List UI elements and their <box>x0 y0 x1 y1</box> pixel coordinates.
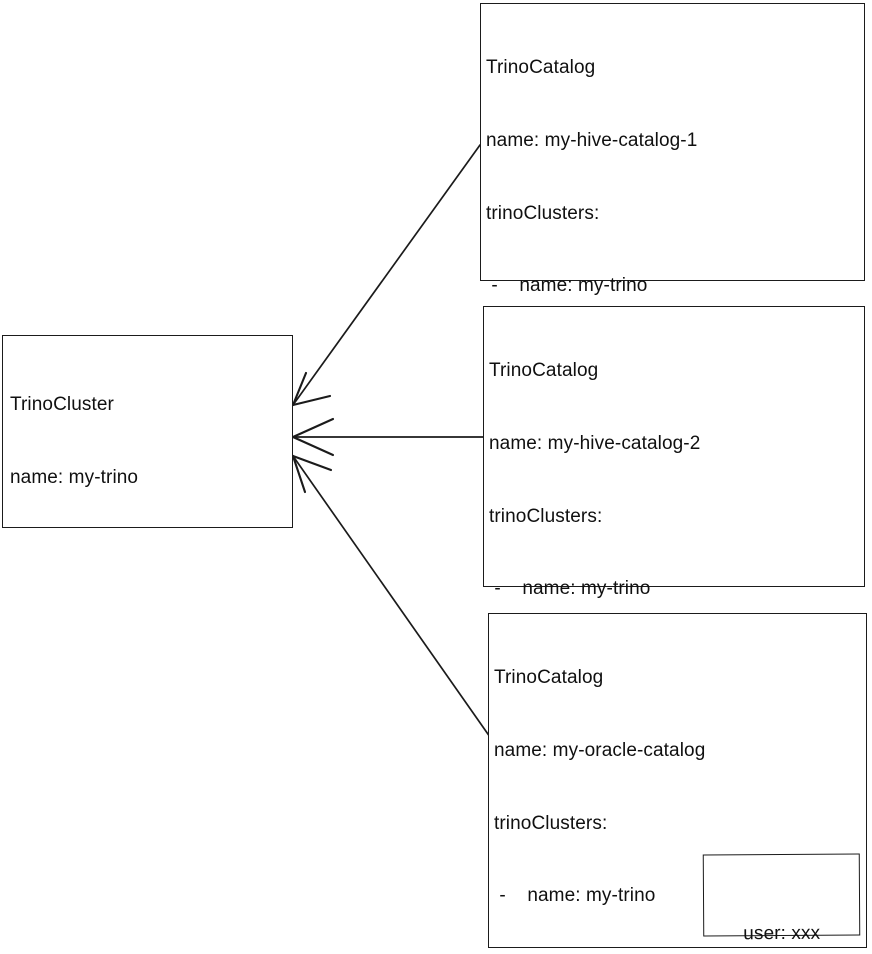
node-trino-cluster-body: TrinoCluster name: my-trino <box>10 345 288 539</box>
node-line: trinoClusters: <box>486 202 600 224</box>
node-line: - name: my-trino <box>489 578 651 600</box>
edge-hive-catalog-2-to-cluster <box>291 417 484 457</box>
node-trino-cluster[interactable]: TrinoCluster name: my-trino <box>2 335 293 528</box>
node-line: TrinoCatalog <box>489 360 599 382</box>
node-credentials-secret-body: user: xxx password: xxx <box>704 869 860 954</box>
node-line: user: xxx <box>743 922 821 945</box>
node-line: TrinoCluster <box>10 394 114 416</box>
node-line: TrinoCatalog <box>486 57 596 79</box>
edge-hive-catalog-1-to-cluster <box>291 144 481 407</box>
node-line: TrinoCatalog <box>494 667 604 689</box>
node-catalog-hive-2[interactable]: TrinoCatalog name: my-hive-catalog-2 tri… <box>483 306 865 890</box>
node-catalog-hive-1[interactable]: TrinoCatalog name: my-hive-catalog-1 tri… <box>480 3 865 659</box>
node-line: name: my-hive-catalog-1 <box>486 130 698 152</box>
node-line: name: my-oracle-catalog <box>494 740 706 762</box>
node-catalog-oracle[interactable]: TrinoCatalog name: my-oracle-catalog tri… <box>488 613 867 948</box>
node-line: trinoClusters: <box>489 505 603 527</box>
node-line: name: my-hive-catalog-2 <box>489 433 701 455</box>
node-credentials-secret[interactable]: user: xxx password: xxx <box>702 853 861 944</box>
node-line: - name: my-trino <box>486 275 648 297</box>
node-line: trinoClusters: <box>494 812 608 834</box>
node-line: name: my-trino <box>10 467 139 489</box>
edge-oracle-catalog-to-cluster <box>291 454 491 738</box>
node-line: - name: my-trino <box>494 885 656 907</box>
node-catalog-oracle-body: TrinoCatalog name: my-oracle-catalog tri… <box>494 618 862 954</box>
